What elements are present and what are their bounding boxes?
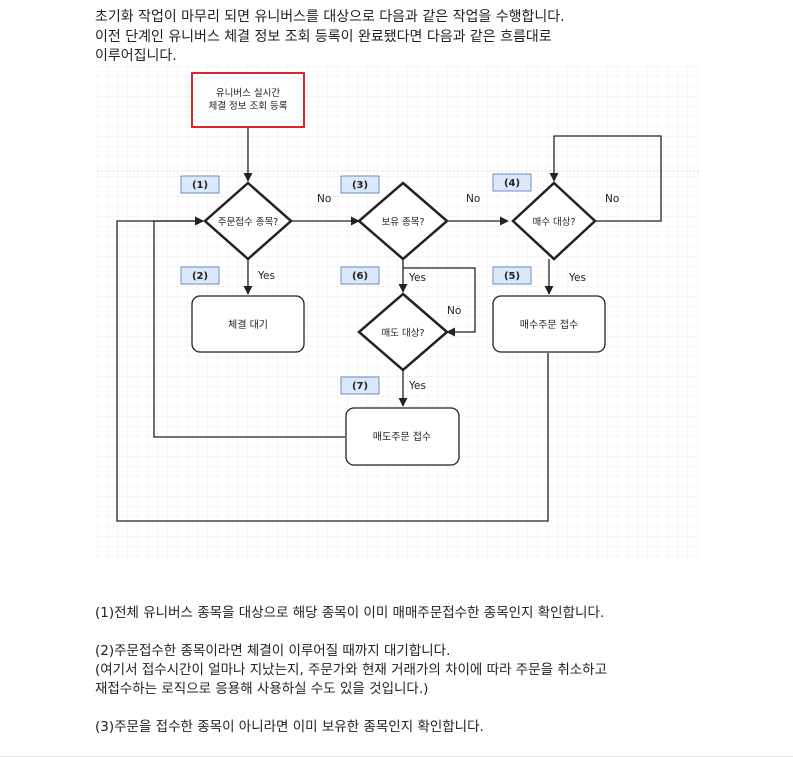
label-yes-d3: Yes (568, 272, 586, 284)
box-sell-order (345, 407, 460, 466)
box-wait-fill-label: 체결 대기 (228, 319, 268, 331)
start-box-line-1: 유니버스 실시간 (216, 88, 280, 99)
step-tag-7-label: (7) (352, 381, 368, 392)
arrow-d3-no-loop (549, 135, 662, 222)
intro-line-1: 초기화 작업이 마무리 되면 유니버스를 대상으로 다음과 같은 작업을 수행합… (95, 9, 565, 25)
step-tag-6-label: (6) (352, 271, 368, 282)
step-tag-1 (180, 175, 220, 194)
intro-line-3: 이루어집니다. (95, 48, 177, 64)
box-sell-order-label: 매도주문 접수 (373, 431, 431, 443)
explanation-step-3: (3)주문을 접수한 종목이 아니라면 이미 보유한 종목인지 확인합니다. (95, 719, 484, 735)
intro-line-2: 이전 단계인 유니버스 체결 정보 조회 등록이 완료됐다면 다음과 같은 흐름… (95, 28, 552, 45)
box-buy-order-label: 매수주문 접수 (520, 319, 578, 331)
decision-sell-target-label: 매도 대상? (381, 328, 424, 339)
step-tag-7 (340, 376, 380, 395)
arrow-buy-return (116, 216, 549, 522)
step-tag-2 (180, 266, 220, 285)
step-tag-1-label: (1) (192, 180, 208, 191)
decision-order-received-label: 주문접수 종목? (218, 216, 279, 228)
step-tag-4 (492, 173, 532, 192)
explanation-step-2-note-a: (여기서 접수시간이 얼마나 지났는지, 주문가와 현재 거래가의 차이에 따라… (95, 662, 608, 678)
step-tags (180, 173, 532, 395)
flowchart: 유니버스 실시간 체결 정보 조회 등록 주문접수 종목? 보유 종목? 매수 … (97, 66, 700, 560)
label-no-d4: No (447, 305, 461, 317)
box-buy-order (492, 295, 606, 353)
start-box-line-2: 체결 정보 조회 등록 (209, 101, 288, 112)
decision-sell-target (357, 292, 449, 372)
decision-buy-target-label: 매수 대상? (532, 217, 575, 228)
step-tag-2-label: (2) (192, 271, 208, 282)
explanation-step-2-note-b: 재접수하는 로직으로 응용해 사용하실 수도 있을 것입니다.) (95, 681, 429, 697)
intro-text: 초기화 작업이 마무리 되면 유니버스를 대상으로 다음과 같은 작업을 수행합… (95, 8, 565, 67)
step-tag-4-label: (4) (504, 178, 520, 189)
arrow-d4-no-loop (403, 267, 476, 337)
step-tag-6 (340, 266, 380, 285)
step-tag-3-label: (3) (352, 180, 368, 191)
explanation-text: (1)전체 유니버스 종목을 대상으로 해당 종목이 이미 매매주문접수한 종목… (95, 604, 607, 737)
decision-order-received (203, 181, 293, 261)
explanation-step-2: (2)주문접수한 종목이라면 체결이 이루어질 때까지 대기합니다. (95, 643, 451, 659)
label-no-d3: No (605, 193, 619, 205)
connectors (116, 127, 662, 522)
flowchart-svg: 유니버스 실시간 체결 정보 조회 등록 주문접수 종목? 보유 종목? 매수 … (97, 66, 700, 560)
decision-buy-target (511, 181, 597, 261)
label-yes-d4: Yes (408, 380, 426, 392)
label-no-d1: No (317, 193, 331, 205)
step-tag-5 (492, 266, 532, 285)
label-no-d2: No (466, 193, 480, 205)
decision-holding (357, 181, 449, 261)
start-box (191, 72, 305, 128)
label-yes-d1: Yes (257, 270, 275, 282)
label-yes-d2: Yes (408, 272, 426, 284)
step-tag-5-label: (5) (504, 271, 520, 282)
explanation-step-1: (1)전체 유니버스 종목을 대상으로 해당 종목이 이미 매매주문접수한 종목… (95, 605, 605, 621)
step-tag-3 (340, 175, 380, 194)
box-wait-fill (191, 295, 305, 353)
decision-holding-label: 보유 종목? (381, 217, 424, 228)
